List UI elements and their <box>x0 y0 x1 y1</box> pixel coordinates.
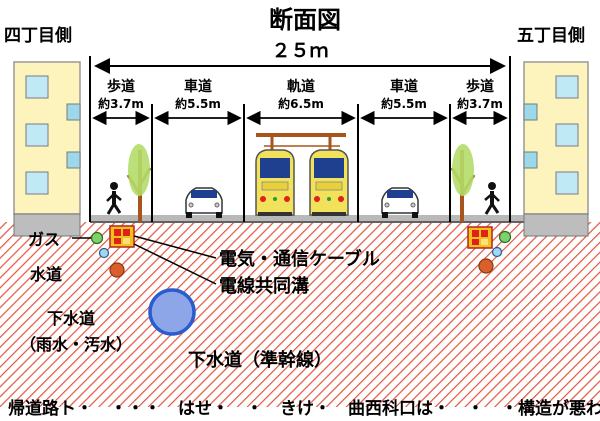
sewer-pipe-left <box>109 262 125 278</box>
tree-left-icon <box>126 144 152 222</box>
utility-duct-left <box>109 225 135 248</box>
car-right-icon <box>381 187 419 218</box>
utility-duct-right <box>467 226 493 249</box>
label-sewer-small: 下水道 <box>47 309 95 328</box>
sewer-pipe-right <box>478 258 494 274</box>
tram-right-icon <box>309 149 349 216</box>
total-width-label: ２５ｍ <box>271 40 328 62</box>
footer-text: 帰道路ト・ ・・・ はせ・ ・ きけ・ 曲西科口は・ ・ ・構造が悪われまも <box>8 398 600 417</box>
label-cable: 電気・通信ケーブル <box>219 248 380 270</box>
diagram-title: 断面図 <box>269 6 341 34</box>
water-pipe-left <box>98 247 110 259</box>
section-name-sidewalk-right: 歩道 <box>466 78 494 95</box>
side-label-right: 五丁目側 <box>517 25 585 46</box>
label-gas: ガス <box>28 230 60 249</box>
building-right <box>523 61 589 237</box>
section-width-roadway-right: 約5.5m <box>381 96 427 111</box>
label-duct: 電線共同溝 <box>219 275 309 297</box>
tree-right-icon <box>450 144 476 222</box>
leader-lines <box>72 235 217 285</box>
sewer-main-pipe <box>148 288 196 336</box>
label-sewer-small-types: （雨水・汚水） <box>20 335 132 354</box>
section-width-sidewalk-right: 約3.7m <box>457 96 503 111</box>
section-width-sidewalk-left: 約3.7m <box>98 96 144 111</box>
gas-pipe-right <box>498 230 512 244</box>
tram-left-icon <box>255 149 295 216</box>
road-surface <box>90 215 524 223</box>
label-sewer-main: 下水道（準幹線） <box>188 349 332 371</box>
pedestrian-left-icon <box>106 182 122 215</box>
car-left-icon <box>185 187 223 218</box>
section-name-roadway-left: 車道 <box>184 78 212 95</box>
section-name-roadway-right: 車道 <box>390 78 418 95</box>
section-width-track: 約6.5m <box>278 96 324 111</box>
section-boundaries <box>89 56 511 222</box>
section-name-track: 軌道 <box>287 78 315 95</box>
pedestrian-right-icon <box>484 182 500 215</box>
section-width-roadway-left: 約5.5m <box>175 96 221 111</box>
gas-pipe-left <box>90 231 104 245</box>
side-label-left: 四丁目側 <box>4 25 72 46</box>
water-pipe-right <box>491 246 503 258</box>
section-name-sidewalk-left: 歩道 <box>107 78 135 95</box>
label-water: 水道 <box>30 265 62 284</box>
building-left <box>13 61 81 237</box>
